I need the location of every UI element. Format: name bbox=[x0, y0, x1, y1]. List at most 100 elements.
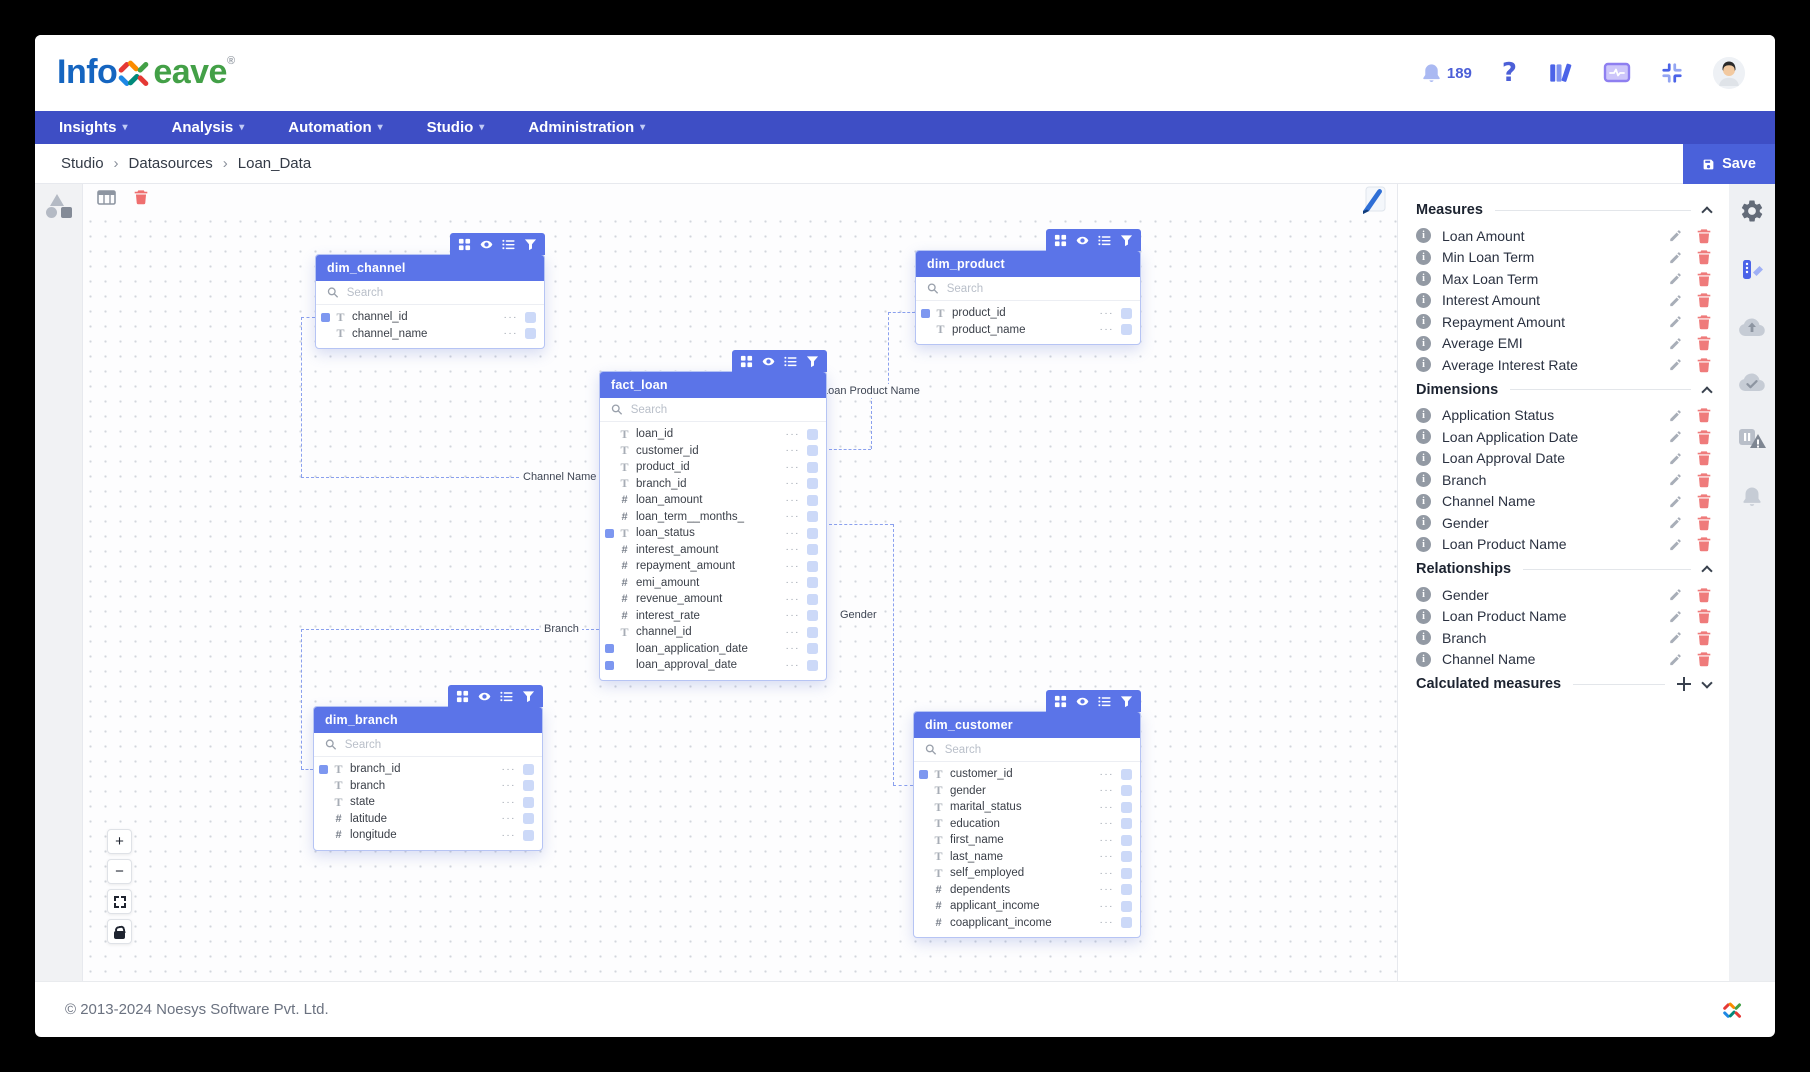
edit-pencil-icon[interactable] bbox=[1668, 429, 1683, 444]
row-menu-icon[interactable]: ··· bbox=[1099, 867, 1114, 879]
list-icon[interactable] bbox=[1098, 695, 1111, 708]
panel-item[interactable]: i Min Loan Term bbox=[1416, 247, 1711, 269]
nav-item-administration[interactable]: Administration ▾ bbox=[528, 119, 645, 136]
row-select-chip[interactable] bbox=[1121, 851, 1132, 863]
row-select-chip[interactable] bbox=[525, 311, 536, 323]
entity-column-row[interactable]: T loan_status ··· bbox=[600, 525, 826, 542]
row-select-chip[interactable] bbox=[807, 626, 818, 638]
edit-pen-icon[interactable] bbox=[1357, 185, 1387, 215]
eye-icon[interactable] bbox=[762, 355, 775, 368]
entity-column-row[interactable]: # longitude ··· bbox=[314, 827, 542, 844]
edit-pencil-icon[interactable] bbox=[1668, 408, 1683, 423]
alerts-bell-icon[interactable] bbox=[1740, 485, 1764, 509]
user-avatar[interactable] bbox=[1713, 57, 1745, 89]
delete-trash-icon[interactable] bbox=[1697, 651, 1711, 667]
info-icon[interactable]: i bbox=[1416, 249, 1431, 265]
edit-pencil-icon[interactable] bbox=[1668, 357, 1683, 372]
filter-funnel-icon[interactable] bbox=[1120, 695, 1133, 708]
eye-icon[interactable] bbox=[1076, 695, 1089, 708]
breadcrumb-item[interactable]: Loan_Data bbox=[237, 154, 312, 172]
row-menu-icon[interactable]: ··· bbox=[785, 461, 800, 473]
edit-pencil-icon[interactable] bbox=[1668, 494, 1683, 509]
cloud-upload-icon[interactable] bbox=[1737, 316, 1767, 338]
entity-column-row[interactable]: # emi_amount ··· bbox=[600, 575, 826, 592]
row-menu-icon[interactable]: ··· bbox=[785, 610, 800, 622]
row-menu-icon[interactable]: ··· bbox=[1099, 324, 1114, 336]
entity-column-row[interactable]: T product_id ··· bbox=[916, 305, 1140, 322]
panel-item[interactable]: i Channel Name bbox=[1416, 649, 1711, 671]
entity-column-row[interactable]: T branch ··· bbox=[314, 778, 542, 795]
entity-column-row[interactable]: # loan_term__months_ ··· bbox=[600, 509, 826, 526]
delete-icon[interactable] bbox=[134, 189, 148, 205]
panel-item[interactable]: i Branch bbox=[1416, 469, 1711, 491]
entity-table-fact_loan[interactable]: fact_loan T loan_id ··· T customer_id ··… bbox=[599, 350, 827, 681]
entity-column-row[interactable]: T branch_id ··· bbox=[314, 761, 542, 778]
row-menu-icon[interactable]: ··· bbox=[503, 311, 518, 323]
row-menu-icon[interactable]: ··· bbox=[1099, 785, 1114, 797]
edit-pencil-icon[interactable] bbox=[1668, 314, 1683, 329]
panel-item[interactable]: i Loan Approval Date bbox=[1416, 448, 1711, 470]
nav-item-studio[interactable]: Studio ▾ bbox=[427, 119, 485, 136]
row-menu-icon[interactable]: ··· bbox=[785, 445, 800, 457]
row-select-chip[interactable] bbox=[1121, 818, 1132, 830]
entity-column-row[interactable]: T gender ··· bbox=[914, 783, 1140, 800]
row-menu-icon[interactable]: ··· bbox=[785, 626, 800, 638]
row-menu-icon[interactable]: ··· bbox=[1099, 917, 1114, 929]
entity-search-input[interactable] bbox=[346, 286, 533, 299]
entity-column-row[interactable]: T last_name ··· bbox=[914, 849, 1140, 866]
row-select-chip[interactable] bbox=[523, 829, 534, 841]
section-collapse-icon[interactable] bbox=[1701, 206, 1713, 218]
edit-pencil-icon[interactable] bbox=[1668, 652, 1683, 667]
row-select-chip[interactable] bbox=[807, 643, 818, 655]
info-icon[interactable]: i bbox=[1416, 228, 1431, 244]
filter-funnel-icon[interactable] bbox=[524, 238, 537, 251]
section-collapse-icon[interactable] bbox=[1701, 385, 1713, 398]
entity-column-row[interactable]: T product_name ··· bbox=[916, 322, 1140, 339]
entity-column-row[interactable]: # dependents ··· bbox=[914, 882, 1140, 899]
row-menu-icon[interactable]: ··· bbox=[785, 527, 800, 539]
list-icon[interactable] bbox=[1098, 234, 1111, 247]
eye-icon[interactable] bbox=[1076, 234, 1089, 247]
info-icon[interactable]: i bbox=[1416, 651, 1431, 667]
row-select-chip[interactable] bbox=[1121, 768, 1132, 780]
info-icon[interactable]: i bbox=[1416, 407, 1431, 423]
row-menu-icon[interactable]: ··· bbox=[1099, 851, 1114, 863]
section-collapse-icon[interactable] bbox=[1701, 565, 1713, 577]
edit-pencil-icon[interactable] bbox=[1668, 609, 1683, 624]
filter-funnel-icon[interactable] bbox=[1120, 234, 1133, 247]
row-select-chip[interactable] bbox=[807, 511, 818, 523]
entity-header[interactable]: dim_customer bbox=[914, 712, 1140, 738]
row-select-chip[interactable] bbox=[807, 461, 818, 473]
row-menu-icon[interactable]: ··· bbox=[1099, 884, 1114, 896]
delete-trash-icon[interactable] bbox=[1697, 630, 1711, 646]
edit-pencil-icon[interactable] bbox=[1668, 472, 1683, 487]
row-select-chip[interactable] bbox=[807, 610, 818, 622]
zoom-out-button[interactable]: − bbox=[107, 859, 132, 884]
entity-column-row[interactable]: T customer_id ··· bbox=[600, 443, 826, 460]
panel-item[interactable]: i Max Loan Term bbox=[1416, 268, 1711, 290]
info-icon[interactable]: i bbox=[1416, 630, 1431, 646]
row-menu-icon[interactable]: ··· bbox=[501, 763, 516, 775]
grid-view-icon[interactable] bbox=[456, 690, 469, 703]
grid-view-icon[interactable] bbox=[458, 238, 471, 251]
info-icon[interactable]: i bbox=[1416, 335, 1431, 351]
info-icon[interactable]: i bbox=[1416, 271, 1431, 287]
delete-trash-icon[interactable] bbox=[1697, 515, 1711, 531]
entity-column-row[interactable]: # coapplicant_income ··· bbox=[914, 915, 1140, 932]
row-select-chip[interactable] bbox=[807, 478, 818, 490]
nav-item-insights[interactable]: Insights ▾ bbox=[59, 119, 128, 136]
entity-column-row[interactable]: T branch_id ··· bbox=[600, 476, 826, 493]
info-icon[interactable]: i bbox=[1416, 536, 1431, 552]
delete-trash-icon[interactable] bbox=[1697, 314, 1711, 330]
delete-trash-icon[interactable] bbox=[1697, 536, 1711, 552]
entity-table-dim_channel[interactable]: dim_channel T channel_id ··· T channel_n… bbox=[315, 233, 545, 349]
row-select-chip[interactable] bbox=[1121, 785, 1132, 797]
settings-gear-icon[interactable] bbox=[1739, 198, 1765, 224]
panel-item[interactable]: i Channel Name bbox=[1416, 491, 1711, 513]
panel-item[interactable]: i Average Interest Rate bbox=[1416, 354, 1711, 376]
row-menu-icon[interactable]: ··· bbox=[785, 577, 800, 589]
edit-pencil-icon[interactable] bbox=[1668, 250, 1683, 265]
filter-funnel-icon[interactable] bbox=[806, 355, 819, 368]
info-icon[interactable]: i bbox=[1416, 450, 1431, 466]
row-menu-icon[interactable]: ··· bbox=[1099, 834, 1114, 846]
